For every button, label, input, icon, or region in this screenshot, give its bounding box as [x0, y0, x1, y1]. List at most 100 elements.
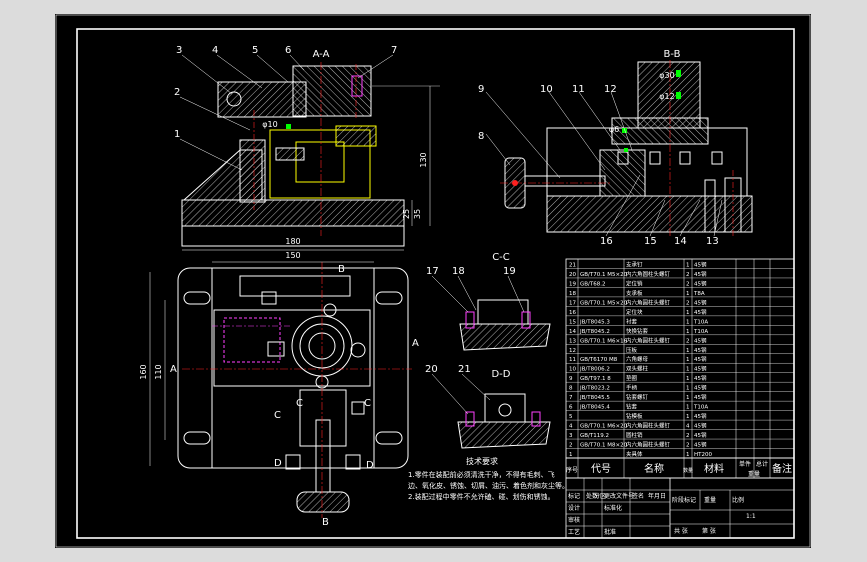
leader-8 [485, 133, 511, 166]
bom-cell-name: 内六角圆柱头螺钉 [626, 336, 671, 344]
bom-cell-qty: 1 [686, 395, 690, 401]
tb-design: 设计 [568, 504, 580, 512]
bb-base [546, 195, 753, 233]
plan-pin-top [323, 303, 337, 317]
aa-dim-35: 35 [413, 209, 422, 219]
bom-cell-seq: 16 [569, 310, 576, 316]
bom-cell-material: 45钢 [694, 308, 707, 316]
bom-cell-code: GB/T70.1 M6×20 [580, 424, 628, 430]
bom-cell-material: 45钢 [694, 260, 707, 268]
bom-cell-code: JB/T8045.5 [579, 395, 610, 401]
bom-cell-seq: 12 [569, 348, 576, 354]
aa-green-mark [286, 124, 291, 129]
bom-cell-name: 衬套 [626, 317, 638, 325]
tb-sheet-no: 第 张 [702, 527, 716, 535]
plan-drill-plate [213, 309, 371, 387]
part-label-20: 20 [425, 364, 438, 375]
bom-cell-material: T10A [693, 319, 708, 325]
leader-16 [605, 174, 641, 237]
bom-cell-name: 支承板 [626, 289, 643, 297]
bom-cell-material: 45钢 [694, 270, 707, 278]
plan-fixture-body [239, 275, 351, 297]
plan-hidden-block [223, 317, 281, 363]
bom-cell-seq: 9 [569, 376, 573, 382]
bom-cell-qty: 2 [686, 433, 690, 439]
aa-base-plate [181, 199, 405, 227]
notes-line-1: 1.零件在装配前必须清洗干净，不得有毛刺、飞 [408, 470, 555, 479]
plan-small-sq-2 [345, 454, 361, 470]
part-label-19: 19 [503, 266, 516, 277]
leader-20 [431, 373, 469, 415]
bom-cell-name: 钻模板 [626, 412, 643, 420]
leader-13 [713, 199, 723, 237]
part-label-4: 4 [212, 45, 218, 56]
bom-cell-code: JB/T8045.4 [579, 405, 610, 411]
leader-1 [179, 138, 243, 171]
bom-header-remark: 备注 [772, 462, 792, 475]
bom-cell-seq: 21 [569, 262, 576, 268]
bom-cell-name: 钻套螺钉 [626, 393, 649, 401]
view-section-bb: B-B φ30 φ12 φ6 8 [478, 49, 753, 247]
plan-slot-tl [183, 291, 211, 305]
plan-dim-160: 160 [139, 364, 148, 379]
bom-cell-code: GB/T97.1 8 [580, 376, 611, 382]
aa-bushing-block [292, 65, 372, 117]
bom-header-weight: 重量 [748, 470, 760, 478]
leader-10 [548, 91, 606, 171]
bom-cell-material: 45钢 [694, 431, 707, 439]
view-title-dd: D-D [491, 369, 510, 380]
bom-cell-qty: 1 [686, 367, 690, 373]
bom-cell-name: 垫圈 [626, 374, 638, 382]
bom-cell-name: 手柄 [626, 384, 638, 392]
bb-clamp-2 [649, 151, 661, 165]
bom-header-material: 材料 [704, 462, 724, 475]
aa-workpiece-top [335, 125, 377, 147]
part-label-5: 5 [252, 45, 258, 56]
aa-dim-180: 180 [285, 237, 300, 246]
part-label-17: 17 [426, 266, 439, 277]
bom-cell-seq: 11 [569, 357, 576, 363]
leader-2 [179, 96, 251, 131]
bb-dim-phi12: φ12 [659, 92, 674, 101]
notes-title: 技术要求 [466, 456, 498, 466]
view-section-aa: A-A 180 130 35 25 φ10 [174, 45, 440, 251]
bb-dim-phi6: φ6 [609, 125, 619, 134]
bom-cell-material: T8A [693, 291, 705, 297]
mark-b-bottom: B [322, 517, 329, 528]
plan-small-sq-1 [285, 454, 301, 470]
bb-clamp-4 [711, 151, 723, 165]
aa-dim-25: 25 [402, 209, 411, 219]
bom-cell-material: 45钢 [694, 422, 707, 430]
bom-header-unit: 单件 [739, 460, 751, 468]
cc-base [459, 323, 551, 351]
view-title-aa: A-A [313, 49, 330, 60]
tb-zone: 分区 [594, 492, 606, 500]
view-title-bb: B-B [664, 49, 681, 60]
leader-12 [610, 91, 633, 151]
bom-cell-seq: 4 [569, 424, 573, 430]
leader-7 [357, 54, 394, 79]
view-section-dd: D-D 20 21 [425, 364, 551, 449]
part-label-1: 1 [174, 129, 180, 140]
title-block-outline [565, 477, 795, 539]
bom-cell-qty: 1 [686, 329, 690, 335]
bom-cell-qty: 2 [686, 443, 690, 449]
bom-cell-qty: 1 [686, 452, 690, 458]
bom-cell-seq: 2 [569, 443, 573, 449]
plan-dim-150: 150 [285, 251, 300, 260]
bom-cell-qty: 2 [686, 272, 690, 278]
bom-cell-qty: 4 [686, 424, 690, 430]
plan-slide [299, 389, 347, 447]
tb-scale: 比例 [732, 496, 744, 504]
bom-cell-seq: 14 [569, 329, 576, 335]
bom-cell-code: GB/T119.2 [580, 433, 609, 439]
bom-header-seq: 序号 [566, 466, 578, 474]
mark-c-right: C [364, 398, 371, 409]
bom-cell-name: 压板 [626, 346, 638, 354]
plan-slot-tr [375, 291, 403, 305]
technical-notes: 技术要求 1.零件在装配前必须清洗干净，不得有毛刺、飞 边、氧化皮、锈蚀、切屑、… [408, 456, 569, 501]
bom-cell-qty: 2 [686, 300, 690, 306]
part-label-8: 8 [478, 131, 484, 142]
bom-cell-name: 定位块 [626, 308, 643, 316]
